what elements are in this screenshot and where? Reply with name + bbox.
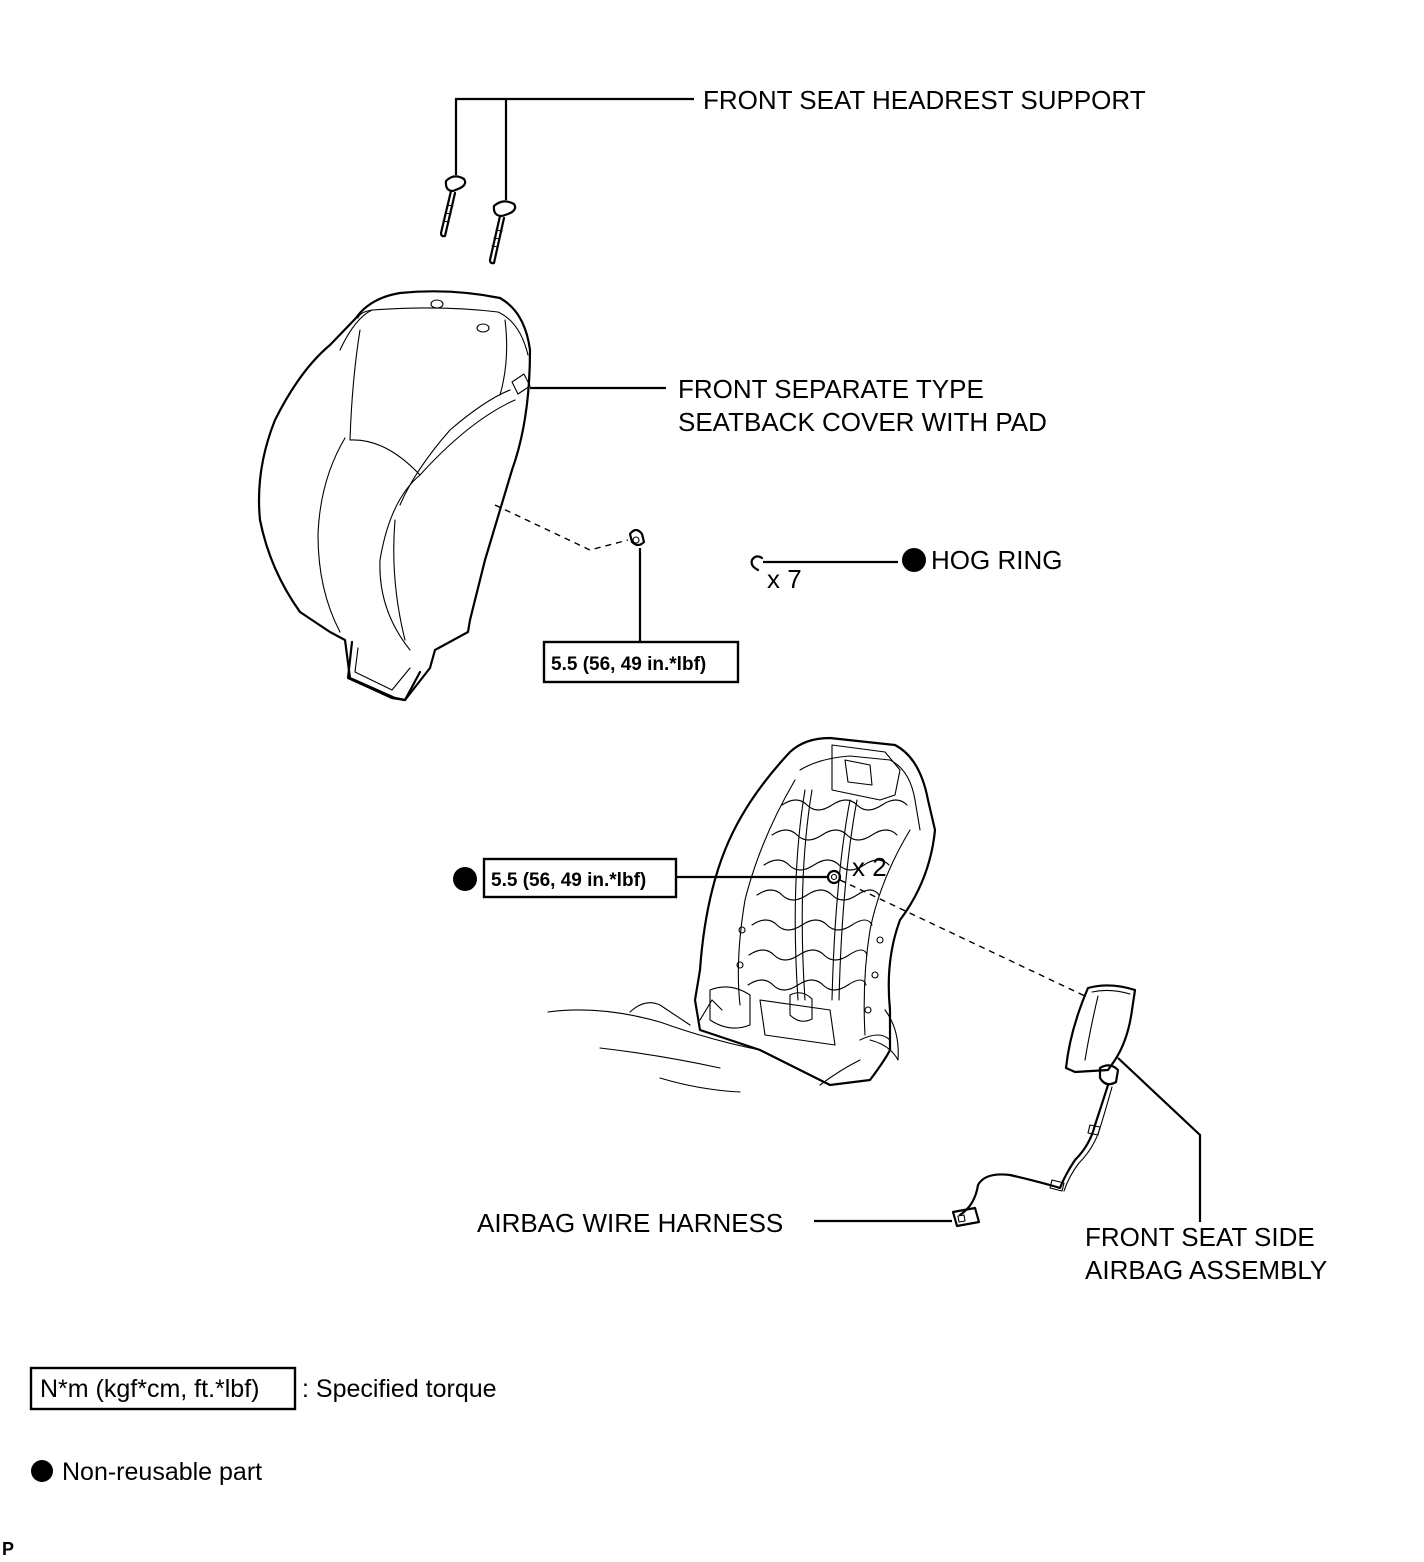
headrest-support-label: FRONT SEAT HEADREST SUPPORT xyxy=(703,85,1146,115)
lower-nut-qty: x 2 xyxy=(852,852,887,882)
lower-torque-value: 5.5 (56, 49 in.*lbf) xyxy=(491,870,646,891)
side-airbag-label-line2: AIRBAG ASSEMBLY xyxy=(1085,1255,1327,1285)
lower-nut-part xyxy=(826,869,842,885)
headrest-support-leader xyxy=(454,97,694,200)
side-airbag-label-line1: FRONT SEAT SIDE xyxy=(1085,1222,1315,1252)
upper-nut-part xyxy=(628,528,646,547)
upper-torque-value: 5.5 (56, 49 in.*lbf) xyxy=(551,654,706,675)
upper-nut-dashed-line xyxy=(494,504,629,551)
legend-torque-box xyxy=(29,1366,297,1411)
seat-cushion-outline xyxy=(547,999,861,1093)
legend-nonreusable-icon xyxy=(31,1460,53,1482)
airbag-harness-label: AIRBAG WIRE HARNESS xyxy=(477,1208,783,1238)
legend-torque-unit: N*m (kgf*cm, ft.*lbf) xyxy=(40,1375,259,1403)
lower-nut-nonreusable-icon xyxy=(453,867,477,891)
upper-torque-box xyxy=(542,640,740,684)
seatback-frame-part xyxy=(693,736,937,1087)
legend: N*m (kgf*cm, ft.*lbf) : Specified torque… xyxy=(29,1366,497,1486)
hog-ring-part xyxy=(750,555,764,572)
side-airbag-dashed-line xyxy=(839,879,1088,998)
seatback-cover-label-line1: FRONT SEPARATE TYPE xyxy=(678,374,984,404)
side-airbag-part xyxy=(951,984,1137,1228)
hog-ring-nonreusable-icon xyxy=(902,548,926,572)
seatback-cover-label-line2: SEATBACK COVER WITH PAD xyxy=(678,407,1047,437)
corner-mark: P xyxy=(2,1539,14,1559)
legend-nonreusable-desc: Non-reusable part xyxy=(62,1458,262,1486)
seatback-cover-part xyxy=(257,290,532,702)
lower-torque-box xyxy=(482,857,678,899)
legend-torque-desc: : Specified torque xyxy=(302,1375,497,1403)
hog-ring-qty: x 7 xyxy=(767,564,802,594)
side-airbag-leader xyxy=(1117,1057,1202,1222)
hog-ring-label: HOG RING xyxy=(931,545,1062,575)
headrest-support-parts xyxy=(439,175,517,265)
